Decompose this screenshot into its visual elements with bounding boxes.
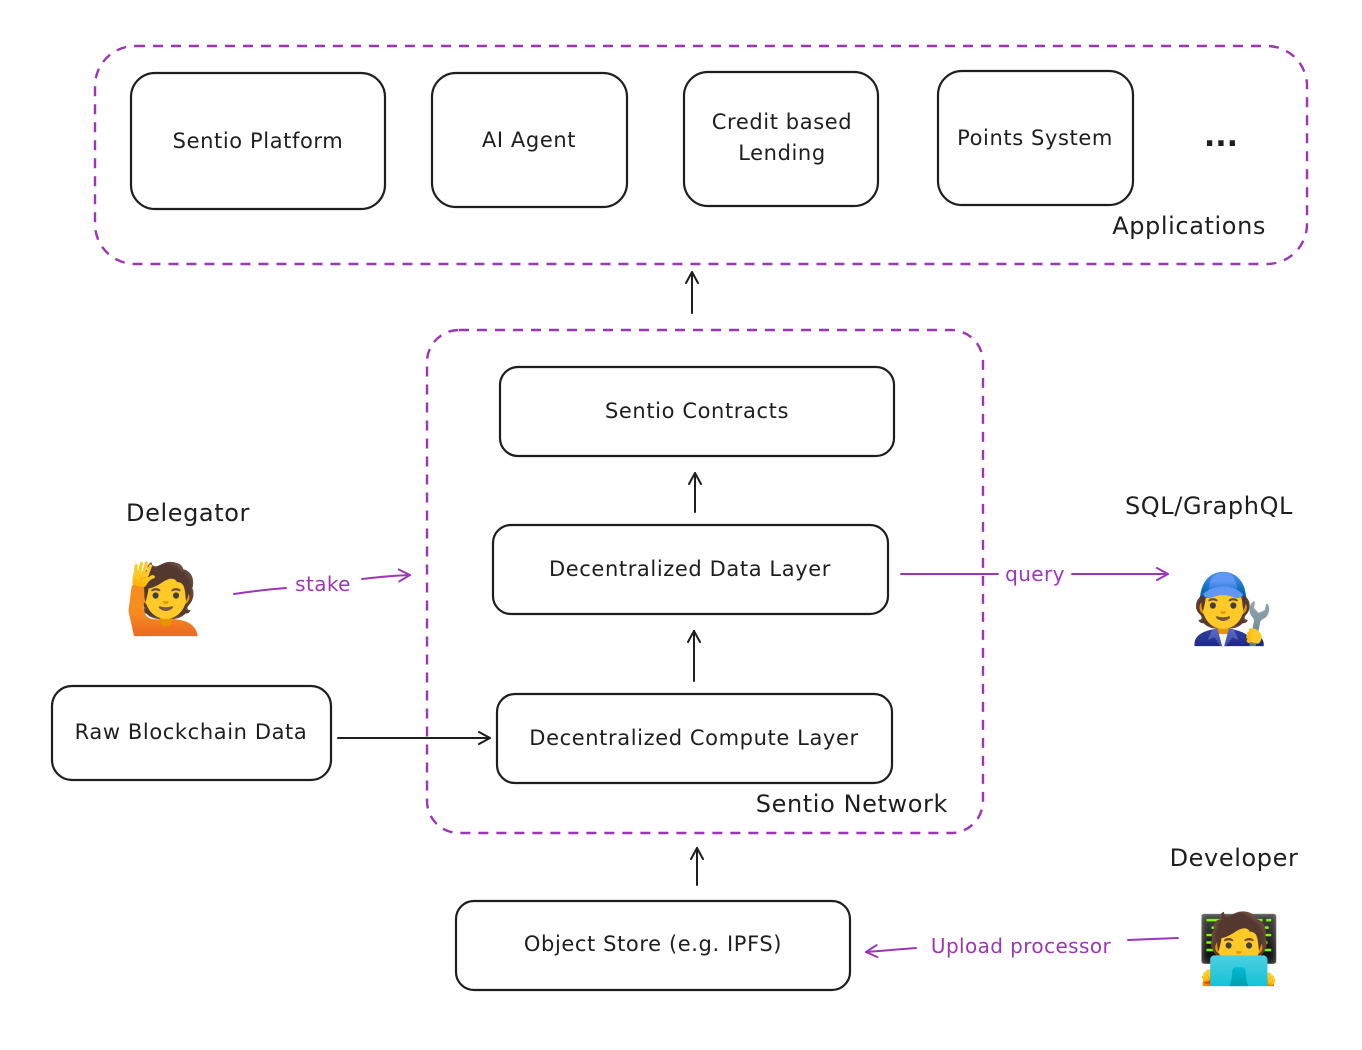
sql-graphql-actor: SQL/GraphQL 🧑‍🔧 (1125, 492, 1293, 649)
raw-blockchain-data-label: Raw Blockchain Data (75, 720, 308, 744)
object-store-label: Object Store (e.g. IPFS) (524, 932, 782, 956)
applications-group: Applications (93, 44, 1309, 266)
sentio-platform-label: Sentio Platform (173, 129, 344, 153)
more-apps-ellipsis: ... (1204, 119, 1238, 154)
credit-lending-box[interactable]: Credit based Lending (682, 70, 880, 208)
ai-agent-box[interactable]: AI Agent (430, 71, 629, 209)
query-edge-label: query (1005, 562, 1065, 586)
applications-group-border (93, 44, 1309, 266)
delegator-actor: Delegator 🙋 (124, 499, 250, 639)
sentio-network-group: Sentio Network (425, 328, 985, 835)
technologist-icon: 🧑‍💻 (1197, 908, 1282, 989)
data-layer-label: Decentralized Data Layer (549, 557, 831, 581)
credit-lending-label-line2: Lending (738, 141, 826, 165)
developer-label: Developer (1170, 844, 1299, 872)
person-raising-hand-icon: 🙋 (124, 560, 209, 639)
ai-agent-label: AI Agent (482, 128, 576, 152)
sentio-contracts-label: Sentio Contracts (605, 399, 789, 423)
upload-processor-arrow (866, 937, 1179, 952)
raw-blockchain-data-box[interactable]: Raw Blockchain Data (50, 684, 333, 782)
applications-group-label: Applications (1112, 212, 1266, 240)
mechanic-icon: 🧑‍🔧 (1190, 570, 1275, 649)
points-system-label: Points System (957, 126, 1113, 150)
stake-arrow (233, 575, 410, 595)
points-system-box[interactable]: Points System (936, 69, 1135, 207)
developer-actor: Developer 🧑‍💻 (1170, 844, 1299, 989)
compute-layer-box[interactable]: Decentralized Compute Layer (495, 692, 894, 785)
compute-layer-label: Decentralized Compute Layer (529, 726, 858, 750)
sql-graphql-label: SQL/GraphQL (1125, 492, 1293, 520)
sentio-platform-box[interactable]: Sentio Platform (129, 71, 387, 211)
credit-lending-label-line1: Credit based (712, 110, 852, 134)
sentio-network-group-label: Sentio Network (756, 790, 948, 818)
upload-processor-edge-label: Upload processor (931, 934, 1112, 958)
object-store-box[interactable]: Object Store (e.g. IPFS) (454, 899, 852, 992)
stake-edge-label: stake (295, 572, 351, 596)
delegator-label: Delegator (126, 499, 250, 527)
sentio-network-group-border (425, 328, 985, 835)
sentio-contracts-box[interactable]: Sentio Contracts (498, 365, 896, 458)
data-layer-box[interactable]: Decentralized Data Layer (491, 523, 890, 616)
